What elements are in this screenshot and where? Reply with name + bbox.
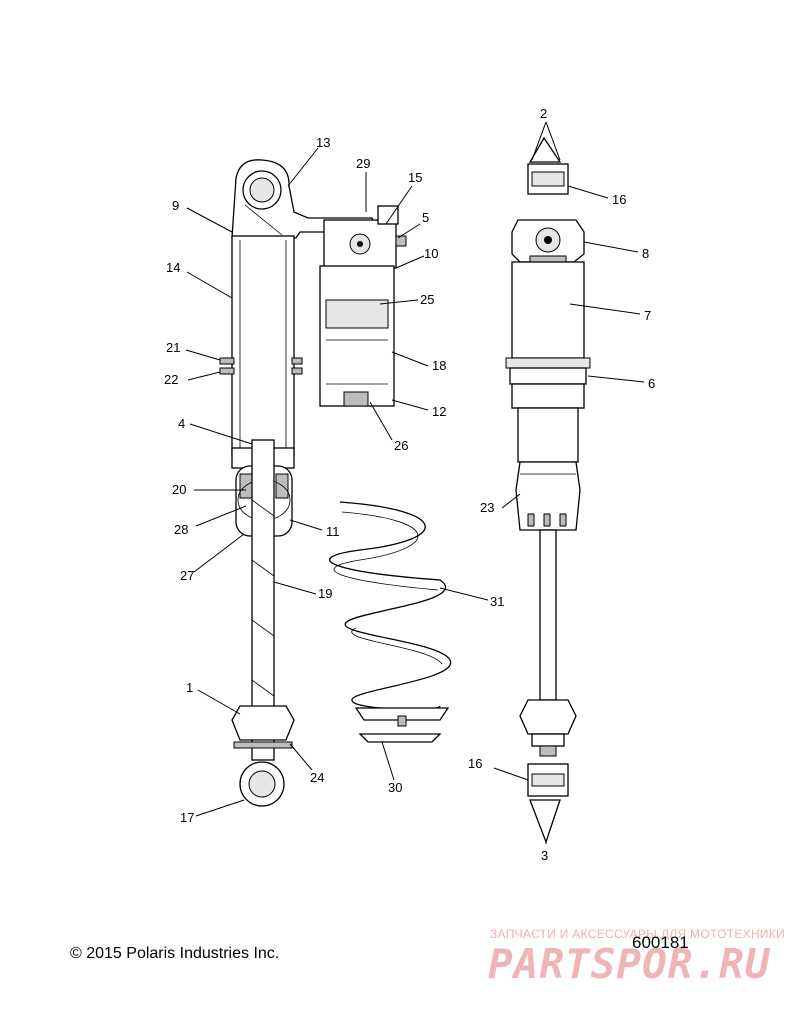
callout-5: 5 [422,210,429,225]
spring-retainer [354,707,450,721]
snap-ring-right-2 [291,367,303,375]
callout-labels: 13 9 29 15 5 10 14 25 21 22 18 12 4 26 2… [164,106,655,863]
callout-29: 29 [356,156,370,171]
callout-10: 10 [424,246,438,261]
snap-ring-left-2 [219,367,235,375]
callout-16-bottom: 16 [468,756,482,771]
leader-lines [185,121,645,844]
washer [233,741,293,749]
callout-11: 11 [326,524,340,539]
damper-body [517,407,579,463]
reservoir-body [319,265,395,407]
callout-2: 2 [540,106,547,121]
callout-24: 24 [310,770,324,785]
top-mount-tip [528,136,562,163]
callout-17: 17 [180,810,194,825]
callout-20: 20 [172,482,186,497]
bottom-bumper [515,461,581,531]
snap-ring-right [291,357,303,365]
callout-28: 28 [174,522,188,537]
damper-shaft [539,529,557,701]
callout-31: 31 [490,594,504,609]
callout-4: 4 [178,416,185,431]
collar-ring [505,357,591,369]
callout-14: 14 [166,260,180,275]
bottom-out-bumper [231,705,295,741]
callout-12: 12 [432,404,446,419]
callout-21: 21 [166,340,180,355]
callout-9: 9 [172,198,179,213]
callout-3: 3 [541,848,548,863]
left-shock-assembly [219,159,407,807]
watermark-tagline: ЗАПЧАСТИ И АКСЕССУАРЫ ДЛЯ МОТОТЕХНИКИ [490,927,786,941]
callout-22: 22 [164,372,178,387]
snap-ring-left [219,357,235,365]
callout-26: 26 [394,438,408,453]
right-shock-assembly [505,136,591,844]
watermark-logo: PARTSPOR.RU [488,940,771,988]
coil-spring [328,501,451,711]
callout-16-top: 16 [612,192,626,207]
diagram-number: 600181 [632,933,689,952]
callout-6: 6 [648,376,655,391]
callout-30: 30 [388,780,402,795]
callout-1: 1 [186,680,193,695]
callout-8: 8 [642,246,649,261]
callout-18: 18 [432,358,446,373]
air-can [511,261,585,359]
callout-13: 13 [316,135,330,150]
callout-15: 15 [408,170,422,185]
callout-27: 27 [180,568,194,583]
bottom-mount-tip [529,799,561,844]
copyright-notice: © 2015 Polaris Industries Inc. [70,945,280,962]
spring-assembly [328,501,451,743]
callout-19: 19 [318,586,332,601]
top-eyelet-bore [249,177,275,203]
callout-23: 23 [480,500,494,515]
callout-7: 7 [644,308,651,323]
callout-25: 25 [420,292,434,307]
shock-body-tube [231,235,295,457]
shock-shaft [251,439,275,761]
